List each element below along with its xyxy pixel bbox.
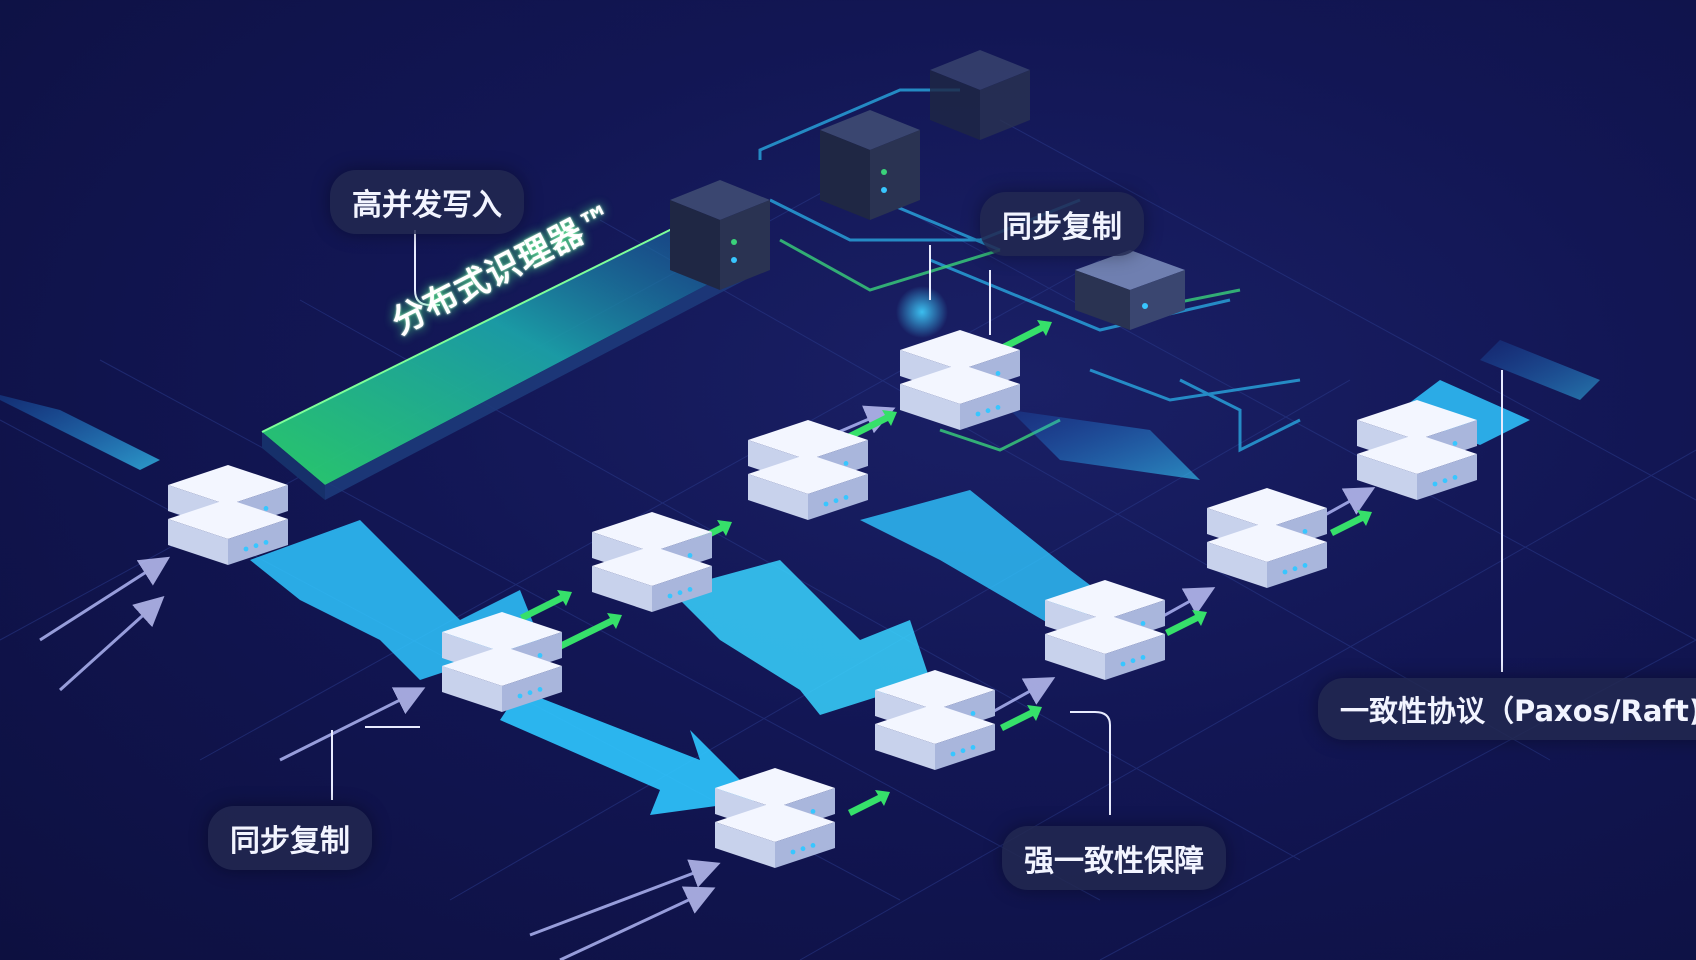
server-icon xyxy=(715,768,835,868)
server-cluster xyxy=(168,330,1477,868)
server-icon xyxy=(1045,580,1165,680)
server-icon xyxy=(748,420,868,520)
server-icon xyxy=(1357,400,1477,500)
server-icon xyxy=(900,330,1020,430)
flow-arrow-icon xyxy=(1480,340,1600,400)
server-icon xyxy=(592,512,712,612)
data-flow-arrows xyxy=(0,340,1600,815)
label-consensus-protocol: 一致性协议（Paxos/Raft) xyxy=(1318,678,1696,740)
flow-arrow-icon xyxy=(860,490,1110,630)
label-sync-replication-bottom: 同步复制 xyxy=(208,806,372,870)
callout-lines xyxy=(331,230,1503,815)
sync-arrow-icon xyxy=(1165,610,1207,636)
dark-server-stack xyxy=(670,50,1185,330)
flow-arrow-icon xyxy=(1010,410,1200,480)
label-sync-replication-top: 同步复制 xyxy=(980,192,1144,256)
server-icon xyxy=(442,612,562,712)
dark-server-icon xyxy=(820,110,920,220)
label-strong-consistency: 强一致性保障 xyxy=(1002,826,1226,890)
replication-arrows xyxy=(520,320,1372,816)
sync-glow xyxy=(896,286,948,338)
dark-server-icon xyxy=(670,180,770,290)
flow-arrow-icon xyxy=(500,690,760,815)
sync-arrow-icon xyxy=(1000,705,1042,731)
flow-arrow-icon xyxy=(0,395,160,470)
server-icon xyxy=(875,670,995,770)
engine-bar xyxy=(261,219,745,500)
flow-arrow-icon xyxy=(1400,380,1530,445)
label-high-concurrency-write: 高并发写入 xyxy=(330,170,524,234)
dark-server-icon xyxy=(1075,250,1185,330)
flow-arrow-icon xyxy=(670,560,930,715)
server-icon xyxy=(168,465,288,565)
sync-arrow-icon xyxy=(520,590,572,621)
sync-arrow-icon xyxy=(545,613,622,656)
dark-server-icon xyxy=(930,50,1030,140)
sync-arrow-icon xyxy=(1330,510,1372,536)
sync-arrow-icon xyxy=(848,790,890,816)
server-icon xyxy=(1207,488,1327,588)
